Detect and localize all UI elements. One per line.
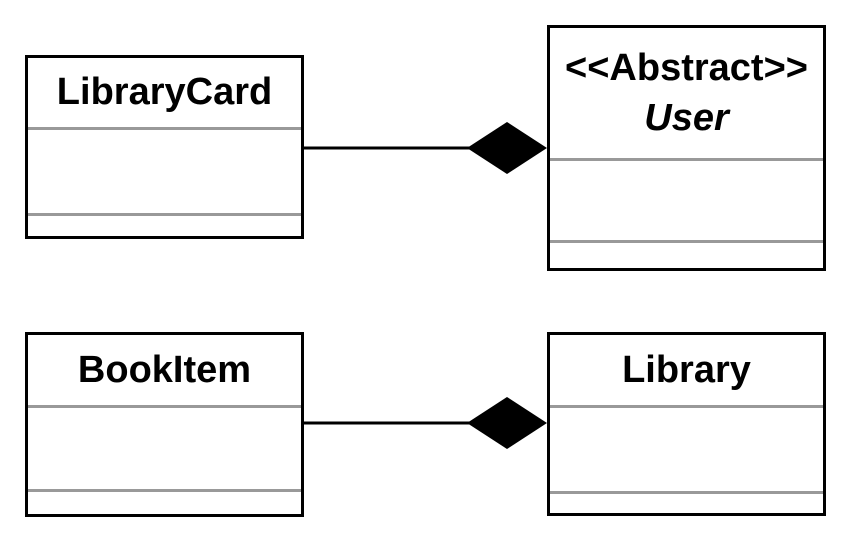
class-box-bookitem: BookItem [25,332,304,517]
composition-connector-librarycard-user [302,122,547,174]
class-title-compartment: BookItem [28,335,301,405]
class-title-compartment: LibraryCard [28,58,301,127]
attributes-compartment [550,405,823,491]
attributes-compartment [550,158,823,240]
class-box-user: <<Abstract>> User [547,25,826,271]
composition-diamond-icon [467,122,547,174]
class-box-library: Library [547,332,826,516]
class-stereotype-abstract: <<Abstract>> [565,46,808,89]
class-name-user: User [644,97,729,139]
class-title-compartment: <<Abstract>> User [550,28,823,158]
attributes-compartment [28,405,301,489]
composition-diamond-icon [467,397,547,449]
methods-compartment [28,213,301,236]
composition-connector-bookitem-library [303,397,547,449]
class-box-librarycard: LibraryCard [25,55,304,239]
methods-compartment [550,240,823,268]
methods-compartment [550,491,823,513]
class-name-bookitem: BookItem [77,348,252,391]
methods-compartment [28,489,301,514]
class-title-compartment: Library [550,335,823,405]
class-name-librarycard: LibraryCard [56,71,273,114]
attributes-compartment [28,127,301,213]
class-name-library: Library [622,348,751,391]
